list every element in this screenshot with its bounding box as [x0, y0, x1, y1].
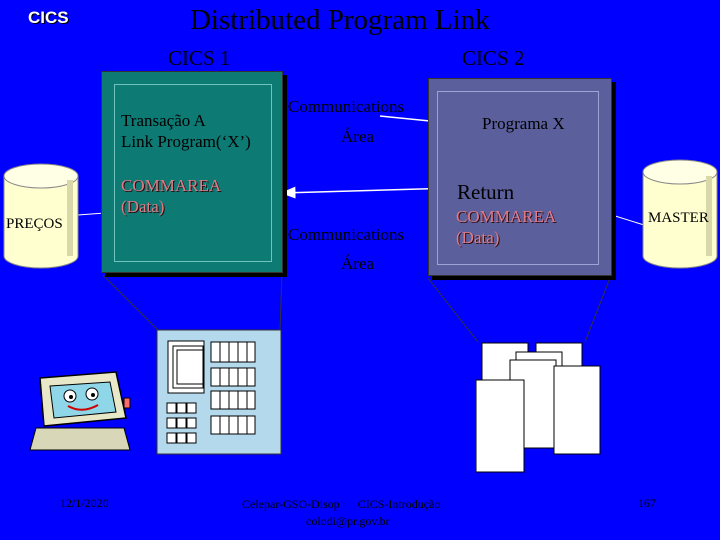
database-precos-label: PREÇOS — [6, 216, 63, 232]
database-precos-icon — [3, 163, 79, 269]
link-master — [611, 214, 645, 226]
database-master-icon — [642, 159, 718, 269]
arrow-to-commarea — [280, 186, 456, 199]
comm-area-top-line2: Área — [341, 127, 375, 146]
transacao-label: Transação A — [121, 111, 206, 130]
cics1-region — [101, 71, 283, 273]
comm-area-bottom-line2: Área — [341, 254, 375, 273]
footer-date: 12/1/2020 — [60, 496, 109, 510]
screen-form-icon — [156, 329, 282, 455]
return-label: Return — [457, 180, 515, 204]
programa-x-label: Programa X — [482, 114, 565, 133]
cics1-label: CICS 1 — [168, 46, 231, 70]
footer-org: Celepar-GSO-Disop CICS-Introdução — [242, 497, 441, 511]
commarea-right-data: (Data) — [456, 228, 500, 247]
cics2-region — [428, 78, 612, 276]
comm-area-bottom-line1: Communications — [288, 225, 405, 244]
footer-email: colodi@pr.gov.br — [306, 514, 390, 528]
cics2-label: CICS 2 — [462, 46, 525, 70]
computer-mascot-icon — [29, 371, 131, 451]
database-master-label: MASTER — [648, 210, 709, 226]
pages-line-right — [584, 277, 611, 343]
commarea-right-label: COMMAREA — [456, 207, 557, 226]
commarea-left-data: (Data) — [121, 197, 165, 216]
screen-line-right — [279, 271, 283, 331]
page-title: Distributed Program Link — [190, 4, 490, 36]
commarea-left-label: COMMAREA — [121, 176, 222, 195]
link-program-label: Link Program(‘X’) — [121, 132, 251, 151]
footer-page-number: 167 — [638, 496, 656, 510]
cics-logo: CICS — [28, 8, 69, 27]
documents-stack-icon — [476, 342, 601, 473]
screen-line-left — [102, 274, 159, 331]
pages-line-left — [427, 277, 479, 343]
comm-area-top-line1: Communications — [288, 97, 405, 116]
